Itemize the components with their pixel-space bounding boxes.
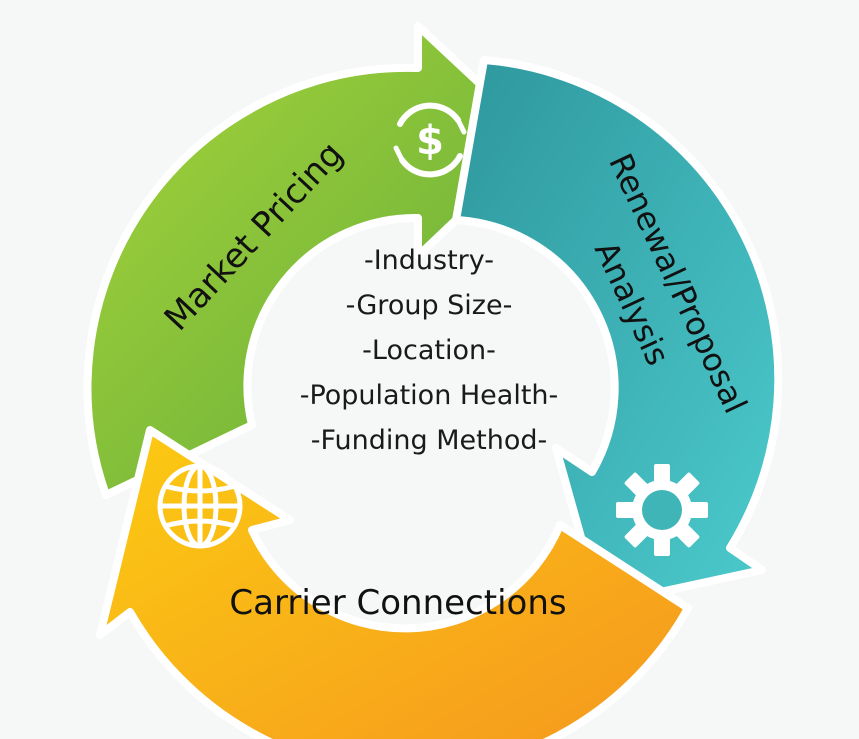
- carrier-connections-arrow: [96, 426, 692, 739]
- renewal-proposal-arrow: [452, 56, 783, 609]
- globe-icon: [157, 463, 243, 549]
- criteria-item: -Group Size-: [345, 290, 513, 321]
- criteria-item: -Location-: [362, 335, 496, 366]
- carrier-connections-label: Carrier Connections: [229, 583, 566, 623]
- criteria-item: -Population Health-: [299, 380, 559, 411]
- criteria-item: -Industry-: [363, 245, 495, 276]
- svg-text:$: $: [416, 118, 444, 164]
- market-pricing-arrow: [83, 22, 544, 499]
- dollar-cycle-icon: $: [393, 102, 467, 178]
- gear-icon: [616, 464, 708, 556]
- criteria-item: -Funding Method-: [310, 425, 548, 456]
- center-criteria-list: -Industry- -Group Size- -Location- -Popu…: [255, 238, 603, 463]
